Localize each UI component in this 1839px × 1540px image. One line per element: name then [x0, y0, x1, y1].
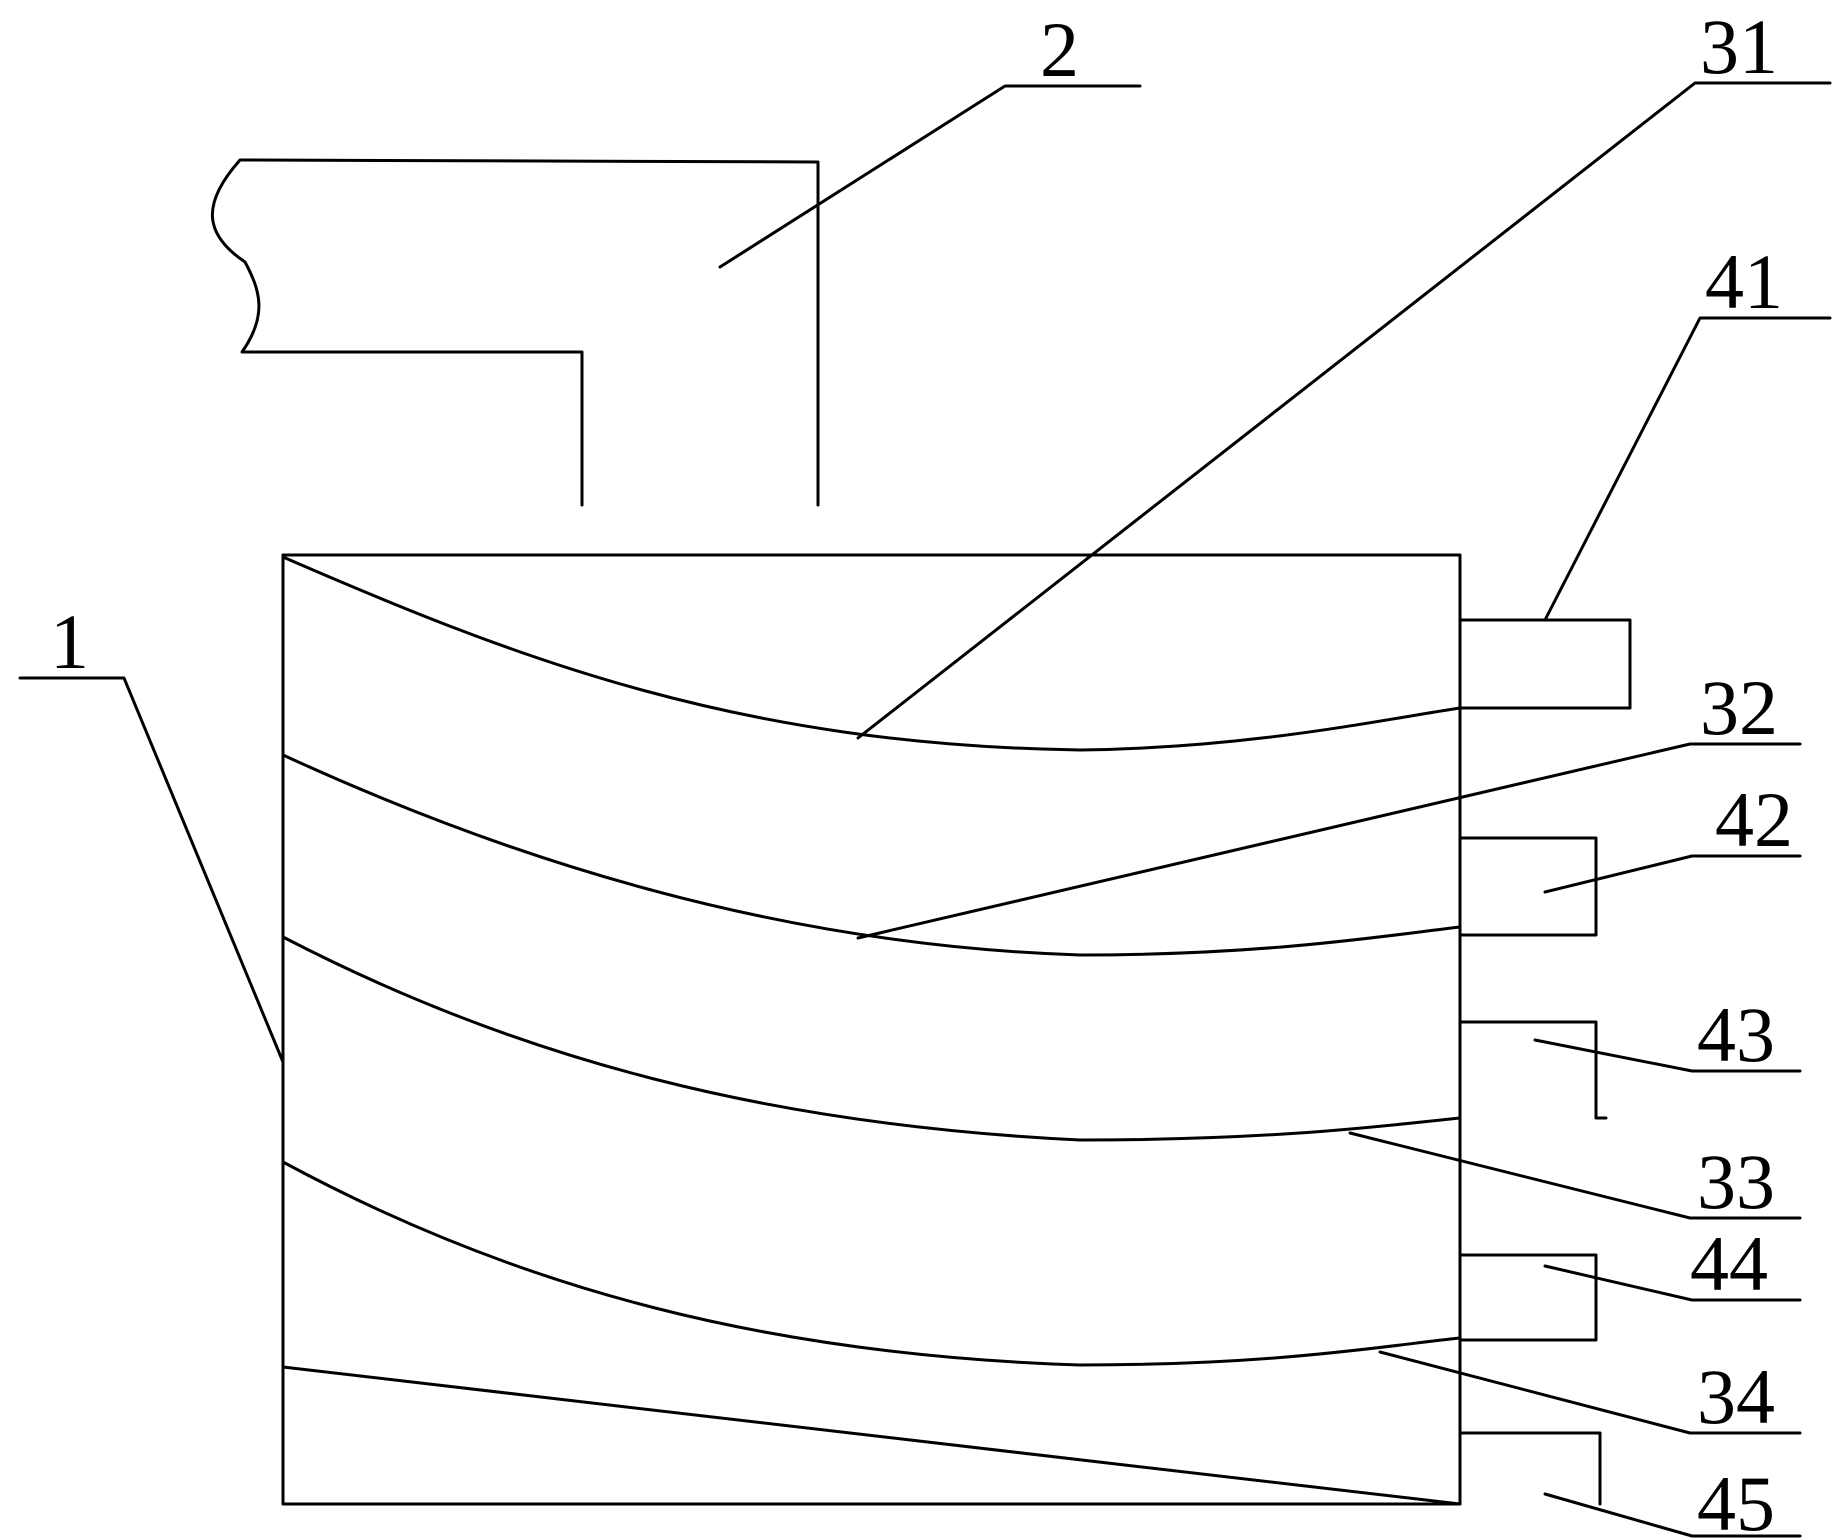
partition-32 — [281, 753, 1462, 957]
leader-44 — [1543, 1264, 1802, 1302]
label-44: 44 — [1690, 1220, 1768, 1307]
leader-1 — [18, 676, 285, 1064]
label-1: 1 — [50, 598, 89, 685]
partition-bottom — [281, 1365, 1462, 1506]
leader-32 — [856, 742, 1802, 940]
outlet-42 — [1458, 836, 1598, 937]
outlet-45 — [1458, 1431, 1602, 1506]
leader-42 — [1543, 854, 1802, 894]
leader-2 — [718, 84, 1142, 269]
label-2: 2 — [1040, 6, 1079, 93]
label-33: 33 — [1697, 1138, 1775, 1225]
label-45: 45 — [1697, 1460, 1775, 1540]
leader-33 — [1348, 1131, 1802, 1220]
leader-34 — [1378, 1350, 1802, 1435]
partitions — [281, 555, 1462, 1506]
label-34: 34 — [1697, 1353, 1775, 1440]
label-43: 43 — [1697, 991, 1775, 1078]
label-32: 32 — [1700, 664, 1778, 751]
leader-lines — [18, 81, 1832, 1538]
partition-31 — [281, 555, 1462, 752]
leader-43 — [1533, 1038, 1802, 1073]
pipe-outline — [211, 158, 820, 507]
reference-numerals: 1 2 31 41 32 42 43 33 44 34 45 — [50, 3, 1793, 1540]
outlet-43 — [1458, 1020, 1608, 1120]
inlet-pipe — [211, 158, 820, 507]
outlet-44 — [1458, 1253, 1598, 1342]
leader-31 — [856, 81, 1832, 740]
partition-34 — [281, 1160, 1462, 1367]
label-31: 31 — [1700, 3, 1778, 90]
leader-45 — [1543, 1492, 1802, 1538]
label-41: 41 — [1705, 238, 1783, 325]
outlets — [1458, 618, 1632, 1506]
leader-41 — [1543, 316, 1832, 622]
main-box — [281, 553, 1462, 1506]
outlet-41 — [1458, 618, 1632, 710]
label-42: 42 — [1715, 776, 1793, 863]
partition-33 — [281, 935, 1462, 1142]
